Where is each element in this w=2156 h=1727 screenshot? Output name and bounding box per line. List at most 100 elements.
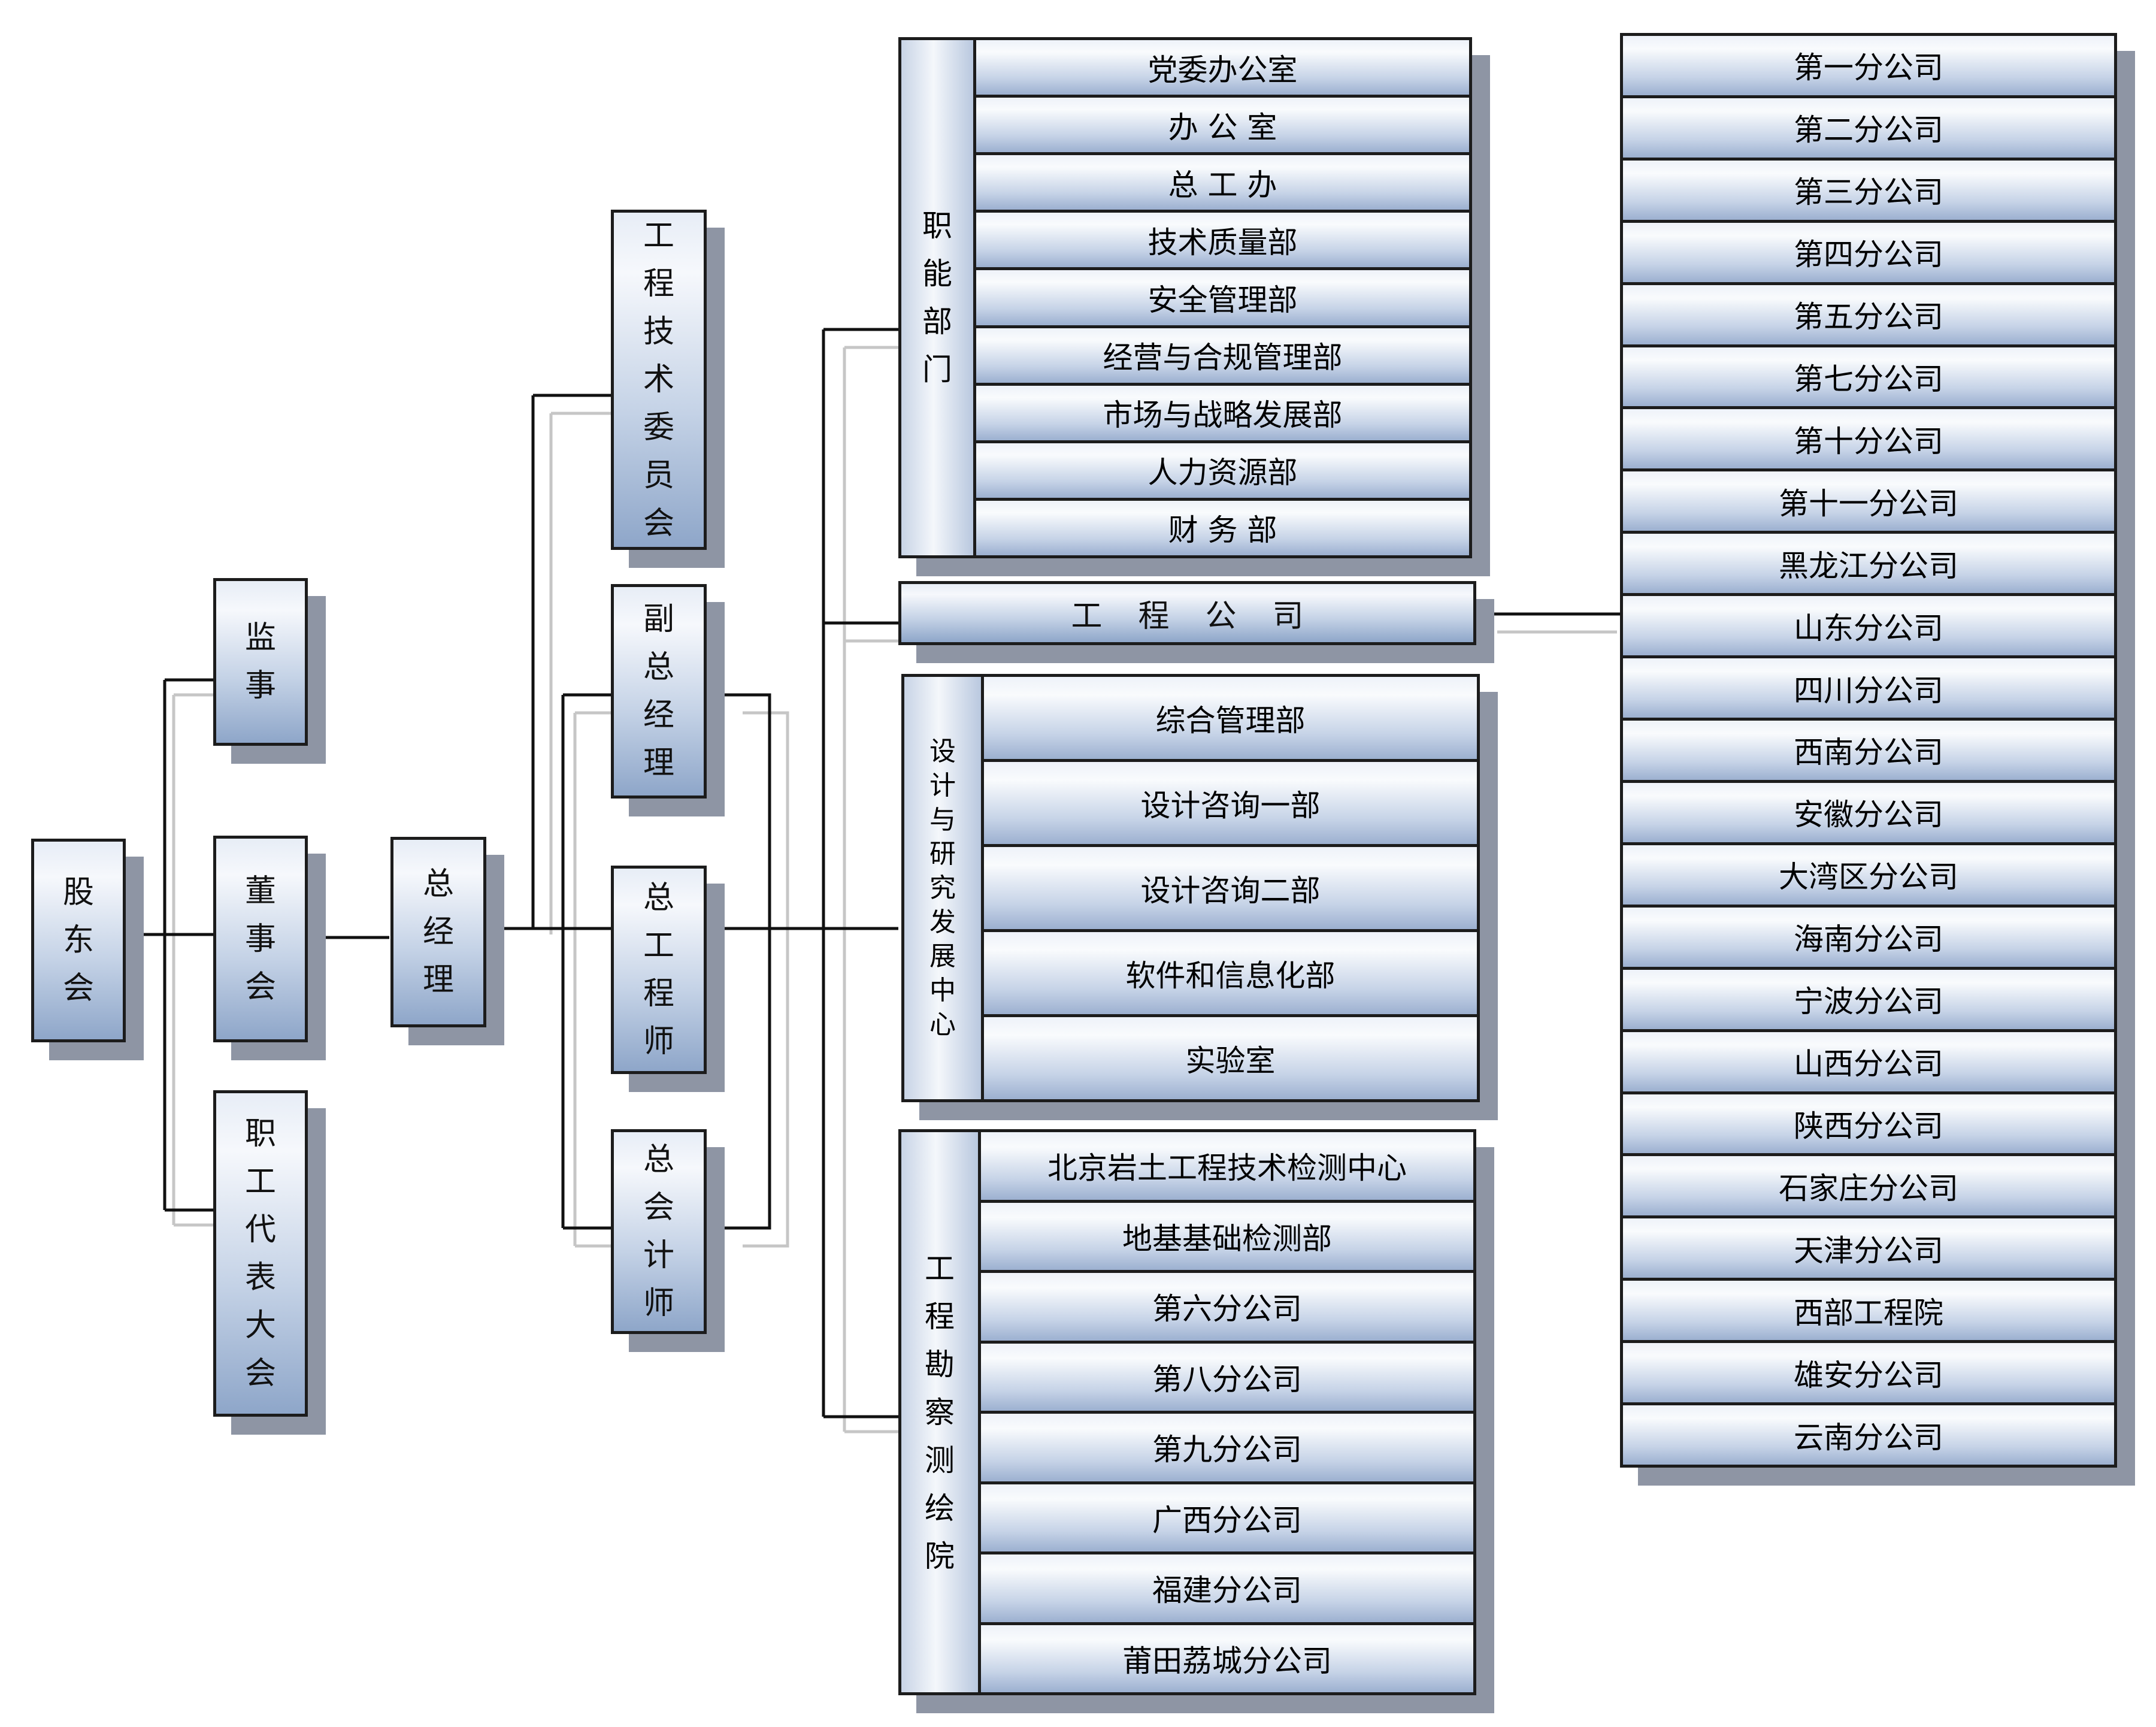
branch-row: 第七分公司 — [1620, 344, 2117, 410]
general-manager-label: 总经理 — [422, 866, 454, 998]
survey-institute-row-label: 地基基础检测部 — [1122, 1221, 1332, 1256]
branch-row-label: 海南分公司 — [1794, 922, 1943, 957]
supervisor-label: 监事 — [244, 620, 276, 704]
branch-row-label: 安徽分公司 — [1794, 797, 1943, 833]
branch-group: 第一分公司第二分公司第三分公司第四分公司第五分公司第七分公司第十分公司第十一分公… — [1620, 33, 2135, 1486]
deputy-gm-box: 副总经理 — [611, 584, 707, 799]
design-center-row-label: 综合管理部 — [1155, 703, 1306, 738]
branch-row-label: 山西分公司 — [1794, 1047, 1943, 1082]
branch-row: 大湾区分公司 — [1620, 842, 2117, 908]
design-center-group: 设计与研究发展中心 综合管理部设计咨询一部设计咨询二部软件和信息化部实验室 — [901, 674, 1498, 1120]
functional-department-row-label: 人力资源部 — [1147, 455, 1298, 491]
branch-row: 山西分公司 — [1620, 1029, 2117, 1094]
survey-institute-row-label: 第六分公司 — [1152, 1292, 1302, 1327]
branch-row: 第二分公司 — [1620, 95, 2117, 161]
branch-row: 西部工程院 — [1620, 1278, 2117, 1344]
branch-row: 云南分公司 — [1620, 1402, 2117, 1468]
general-manager-box: 总经理 — [390, 837, 486, 1027]
survey-institute-group: 工程勘察测绘院 北京岩土工程技术检测中心地基基础检测部第六分公司第八分公司第九分… — [898, 1129, 1494, 1713]
chief-engineer-label: 总工程师 — [643, 880, 674, 1060]
functional-departments-group: 职能部门 党委办公室办 公 室总 工 办技术质量部安全管理部经营与合规管理部市场… — [898, 37, 1490, 576]
branch-row-label: 第七分公司 — [1794, 362, 1943, 397]
branch-row: 第一分公司 — [1620, 33, 2117, 98]
branch-row: 安徽分公司 — [1620, 779, 2117, 845]
branch-row: 黑龙江分公司 — [1620, 531, 2117, 597]
design-center-row-label: 实验室 — [1185, 1043, 1276, 1078]
branch-row-label: 雄安分公司 — [1794, 1357, 1943, 1393]
functional-department-row: 办 公 室 — [973, 95, 1472, 156]
survey-institute-row-label: 第八分公司 — [1152, 1362, 1302, 1397]
functional-department-row: 总 工 办 — [973, 152, 1472, 213]
survey-institute-row-label: 莆田荔城分公司 — [1122, 1643, 1332, 1678]
design-center-row: 设计咨询二部 — [981, 844, 1480, 932]
survey-institute-label: 工程勘察测绘院 — [898, 1129, 981, 1695]
deputy-gm-label: 副总经理 — [643, 601, 674, 781]
survey-institute-row: 广西分公司 — [978, 1481, 1476, 1554]
functional-department-row: 党委办公室 — [973, 37, 1472, 98]
branch-row-label: 第二分公司 — [1794, 113, 1943, 148]
engineering-company-label: 工程公司 — [1071, 598, 1340, 634]
functional-department-row: 财 务 部 — [973, 497, 1472, 558]
branch-row: 山东分公司 — [1620, 593, 2117, 659]
shareholders-box: 股东会 — [31, 839, 126, 1042]
branch-row-label: 云南分公司 — [1794, 1420, 1943, 1455]
survey-institute-row-label: 北京岩土工程技术检测中心 — [1047, 1151, 1407, 1186]
design-center-row-label: 软件和信息化部 — [1125, 958, 1336, 993]
branch-row: 西南分公司 — [1620, 718, 2117, 783]
workers-congress-box: 职工代表大会 — [213, 1090, 308, 1417]
branch-row-label: 第四分公司 — [1794, 237, 1943, 273]
survey-institute-row-label: 福建分公司 — [1152, 1573, 1302, 1608]
supervisor-box: 监事 — [213, 578, 308, 746]
functional-department-row-label: 市场与战略发展部 — [1103, 398, 1343, 433]
branch-row: 第三分公司 — [1620, 157, 2117, 223]
functional-department-row-label: 党委办公室 — [1147, 52, 1298, 87]
functional-department-row: 人力资源部 — [973, 440, 1472, 501]
branch-row-label: 黑龙江分公司 — [1779, 548, 1958, 583]
workers-congress-label: 职工代表大会 — [244, 1115, 276, 1392]
board-label: 董事会 — [244, 873, 276, 1005]
design-center-row: 综合管理部 — [981, 674, 1480, 762]
design-center-row-label: 设计咨询一部 — [1140, 788, 1321, 823]
branch-row-label: 第三分公司 — [1794, 175, 1943, 210]
branch-row: 第十分公司 — [1620, 406, 2117, 472]
chief-accountant-box: 总会计师 — [611, 1129, 707, 1334]
functional-department-row-label: 总 工 办 — [1168, 167, 1277, 202]
functional-department-row-label: 安全管理部 — [1147, 282, 1298, 317]
branch-row: 第十一分公司 — [1620, 468, 2117, 534]
branch-row: 第五分公司 — [1620, 282, 2117, 347]
branch-row-label: 天津分公司 — [1794, 1233, 1943, 1268]
branch-row-label: 西南分公司 — [1794, 735, 1943, 770]
branch-row: 四川分公司 — [1620, 655, 2117, 721]
survey-institute-row-label: 第九分公司 — [1152, 1432, 1302, 1468]
branch-row: 宁波分公司 — [1620, 966, 2117, 1032]
functional-department-row-label: 技术质量部 — [1147, 225, 1298, 260]
survey-institute-row: 第六分公司 — [978, 1270, 1476, 1344]
design-center-row: 软件和信息化部 — [981, 929, 1480, 1017]
survey-institute-row-label: 广西分公司 — [1152, 1502, 1302, 1538]
branch-row-label: 西部工程院 — [1794, 1295, 1943, 1330]
branch-row-label: 第五分公司 — [1794, 300, 1943, 335]
design-center-label: 设计与研究发展中心 — [901, 674, 984, 1102]
functional-department-row-label: 办 公 室 — [1168, 110, 1277, 145]
branch-row-label: 第一分公司 — [1794, 50, 1943, 86]
design-center-row: 实验室 — [981, 1014, 1480, 1102]
branch-row: 海南分公司 — [1620, 904, 2117, 970]
branch-row-label: 大湾区分公司 — [1779, 860, 1958, 895]
survey-institute-row: 莆田荔城分公司 — [978, 1622, 1476, 1695]
design-center-row: 设计咨询一部 — [981, 759, 1480, 847]
chief-engineer-box: 总工程师 — [611, 866, 707, 1074]
board-box: 董事会 — [213, 836, 308, 1042]
functional-department-row: 安全管理部 — [973, 267, 1472, 328]
branch-row-label: 第十一分公司 — [1779, 486, 1958, 521]
branch-row-label: 山东分公司 — [1794, 610, 1943, 646]
tech-committee-label: 工程技术委员会 — [643, 218, 674, 542]
functional-department-row-label: 经营与合规管理部 — [1103, 340, 1343, 376]
branch-row-label: 石家庄分公司 — [1779, 1171, 1958, 1206]
branch-row-label: 四川分公司 — [1794, 673, 1943, 708]
engineering-company-box: 工程公司 — [898, 581, 1476, 645]
branch-row: 第四分公司 — [1620, 219, 2117, 285]
branch-row: 石家庄分公司 — [1620, 1153, 2117, 1219]
chief-accountant-label: 总会计师 — [643, 1142, 674, 1321]
functional-department-row: 技术质量部 — [973, 210, 1472, 271]
